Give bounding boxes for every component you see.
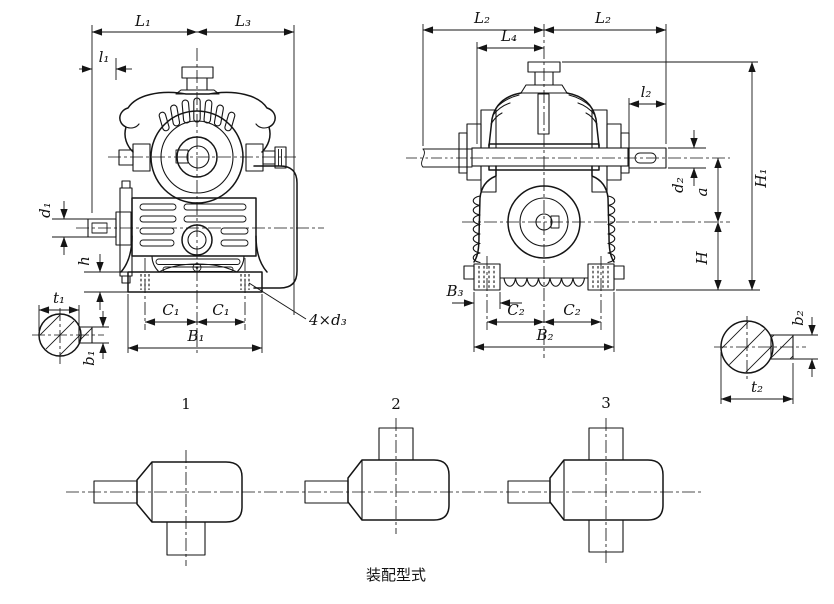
wheel-housing-left-wall	[473, 165, 497, 263]
dim-label-b2: b₂	[789, 310, 807, 326]
dim-label-b1: b₁	[80, 350, 98, 366]
dim-label-H1: H₁	[752, 168, 770, 188]
oil-dipstick	[537, 93, 550, 135]
dim-label-h: h	[75, 256, 93, 266]
dim-label-d2: d₂	[669, 177, 687, 193]
config-3-number: 3	[601, 394, 611, 412]
front-view-dimensions: L₂ L₂ L₄ l₂ H₁ d₂ a H B₃	[422, 9, 770, 352]
section-hatching	[40, 315, 80, 355]
cooling-fins	[139, 203, 249, 272]
dim-label-t1: t₁	[53, 289, 65, 307]
dim-label-L2-right: L₂	[594, 9, 611, 27]
upper-housing	[488, 92, 522, 147]
dim-label-a: a	[693, 188, 711, 197]
worm-housing-bulge	[253, 165, 298, 289]
dim-label-B2: B₂	[535, 326, 553, 344]
dim-label-B3: B₃	[445, 282, 463, 300]
dim-label-l1: l₁	[99, 48, 110, 66]
dim-label-C1-left: C₁	[162, 301, 180, 319]
dim-label-l2: l₂	[641, 83, 652, 101]
assembly-config-1: 1	[93, 395, 243, 566]
input-shaft-section: t₁ b₁	[32, 289, 109, 366]
worm-shaft-left-broken	[421, 148, 473, 168]
side-view-dimensions: L₁ L₃ l₁ d₁ h C₁ C₁ B₁	[36, 12, 347, 353]
input-worm-shaft	[87, 211, 132, 246]
breather-plug	[175, 66, 220, 95]
dim-label-H: H	[693, 251, 711, 266]
side-view: L₁ L₃ l₁ d₁ h C₁ C₁ B₁	[36, 12, 347, 354]
dim-label-L3: L₃	[234, 12, 251, 30]
side-fins-right	[607, 195, 616, 264]
dim-label-t2: t₂	[751, 378, 763, 396]
dim-label-L2-left: L₂	[473, 9, 490, 27]
drawing-caption: 装配型式	[366, 566, 426, 584]
assembly-config-2: 2	[304, 395, 450, 534]
dim-label-L1: L₁	[134, 12, 151, 30]
dim-label-L4: L₄	[500, 27, 517, 45]
assembly-configurations: 1 2 3 装配型式	[66, 394, 704, 584]
dim-label-C2-left: C₂	[507, 301, 525, 319]
config-2-number: 2	[391, 395, 401, 413]
dim-label-C1-right: C₁	[212, 301, 230, 319]
dim-label-C2-right: C₂	[563, 301, 581, 319]
side-fins-left	[472, 195, 481, 264]
side-bosses	[118, 143, 287, 172]
assembly-config-3: 3	[507, 394, 664, 564]
dim-label-B1: B₁	[186, 327, 204, 345]
config-1-number: 1	[181, 395, 191, 413]
label-bolt-holes: 4×d₃	[308, 311, 347, 329]
lower-body	[131, 197, 257, 257]
dim-label-d1: d₁	[36, 202, 54, 218]
output-shaft-section: b₂ t₂	[714, 310, 818, 404]
front-view: L₂ L₂ L₄ l₂ H₁ d₂ a H B₃	[406, 9, 770, 358]
worm-shaft-bar	[471, 147, 629, 167]
